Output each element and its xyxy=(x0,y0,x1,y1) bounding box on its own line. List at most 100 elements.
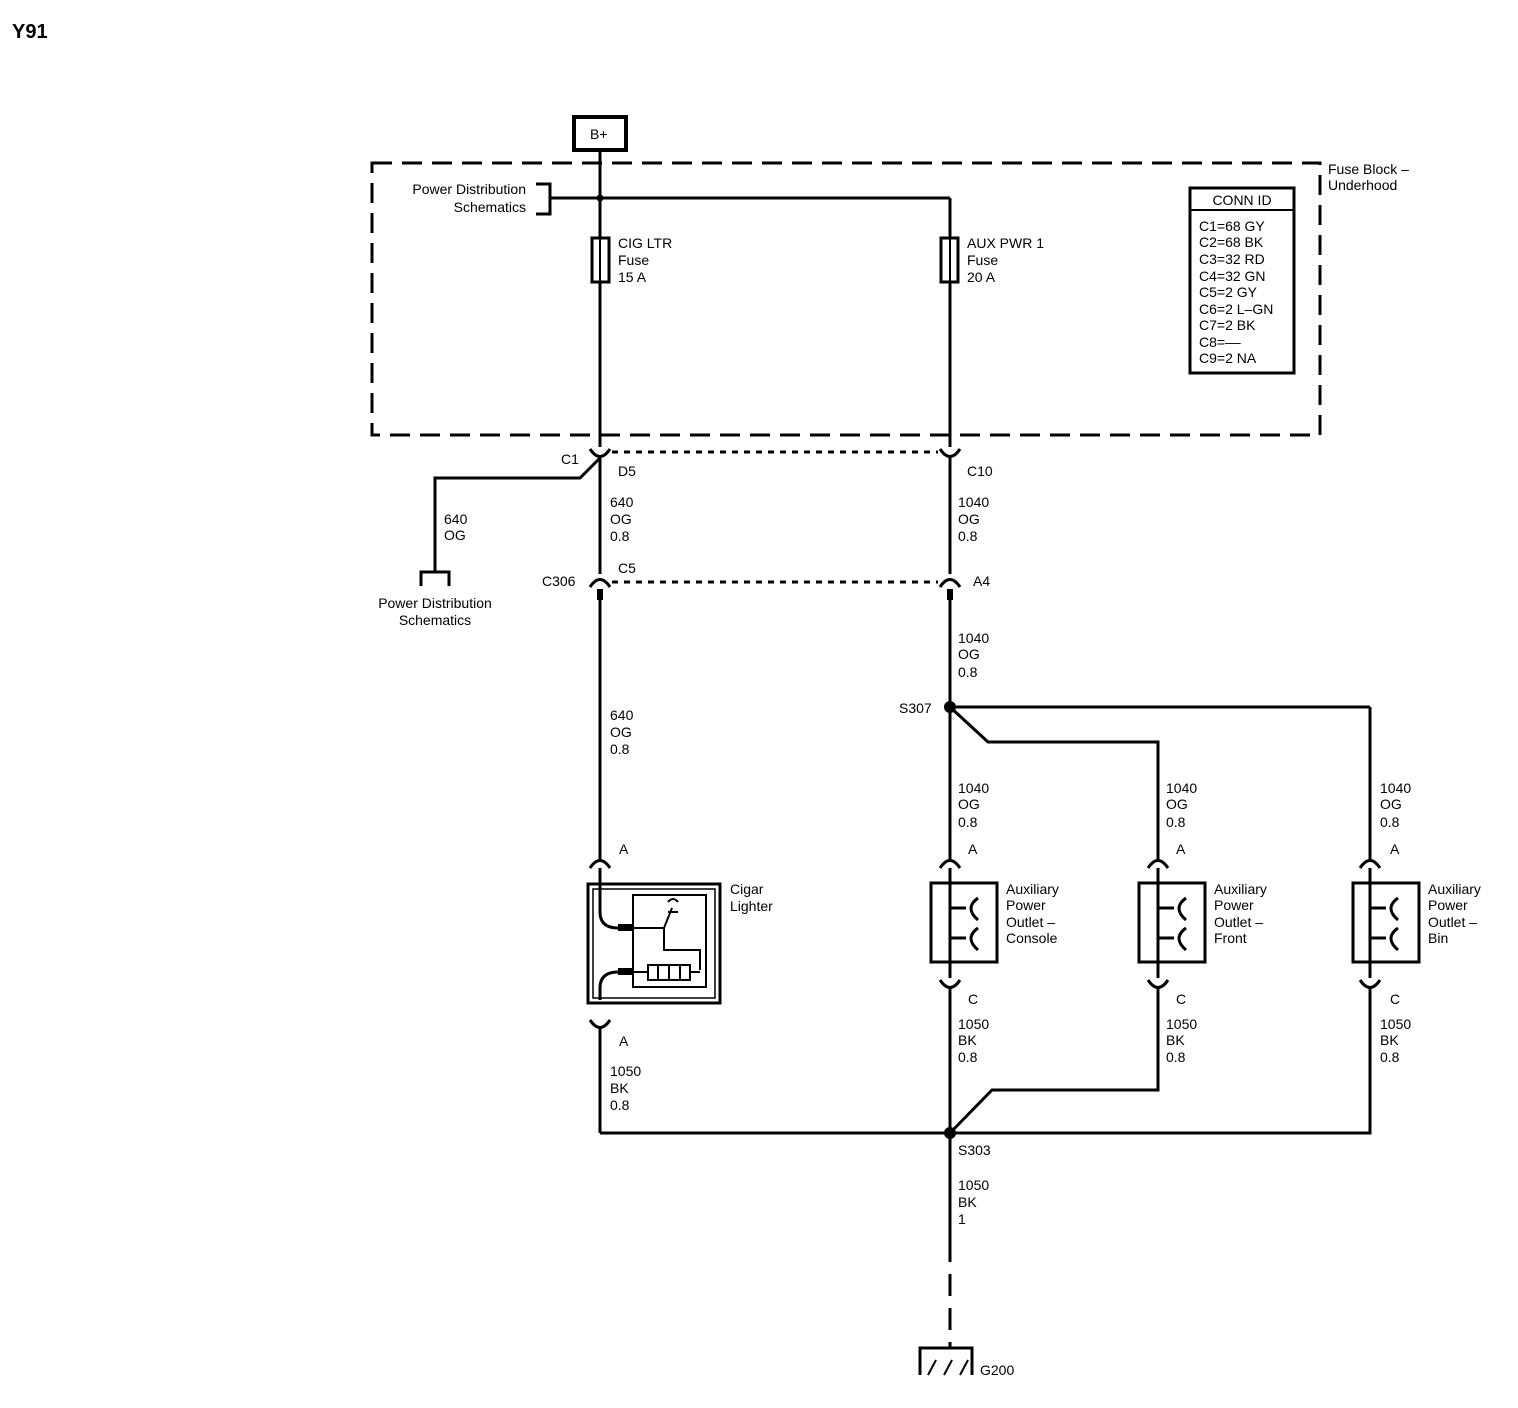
cigar-lighter-circuit xyxy=(632,927,701,970)
splice-s303-label: S303 xyxy=(958,1142,991,1158)
splice-s303 xyxy=(944,1127,956,1139)
aux-outlet-front-socket-icon xyxy=(1158,896,1188,952)
wire-640-lower-size: 0.8 xyxy=(610,741,630,757)
bin-label-4: Bin xyxy=(1428,930,1448,946)
wire-1040-c10-num: 1040 xyxy=(958,494,989,510)
wire-640-branch xyxy=(433,456,602,572)
bin-pin-a xyxy=(1358,859,1382,869)
fuse-cig-type: Fuse xyxy=(618,252,649,268)
fuse-aux-rating: 20 A xyxy=(967,269,996,285)
fuse-aux-type: Fuse xyxy=(967,252,998,268)
cigar-lighter-label-2: Lighter xyxy=(730,898,773,914)
aux-outlet-console-socket-icon xyxy=(950,896,980,952)
wire-1040-a4-num: 1040 xyxy=(958,630,989,646)
front-label-1: Auxiliary xyxy=(1214,881,1267,897)
connector-c1-label: C1 xyxy=(561,451,579,467)
fuse-block-label-1: Fuse Block – xyxy=(1328,161,1409,177)
wire-1050-front-color: BK xyxy=(1166,1032,1185,1048)
conn-id-row: C1=68 GY xyxy=(1199,218,1265,234)
cigar-lighter-label-1: Cigar xyxy=(730,881,764,897)
pin-c10-label: C10 xyxy=(967,463,993,479)
console-label-1: Auxiliary xyxy=(1006,881,1059,897)
wire-1050-bin-bus xyxy=(600,988,1372,1135)
wire-1050-front-num: 1050 xyxy=(1166,1016,1197,1032)
cigar-lighter-socket-1 xyxy=(598,911,619,930)
cigar-lighter-element-box xyxy=(632,894,707,988)
pin-d5-label: D5 xyxy=(618,463,636,479)
pin-c5-label: C5 xyxy=(618,560,636,576)
conn-id-box xyxy=(1188,186,1296,375)
wire-1050-cig-num: 1050 xyxy=(610,1063,641,1079)
cigar-lighter-inner xyxy=(592,888,716,999)
aux-outlet-console-body xyxy=(929,881,999,964)
conn-id-row: C2=68 BK xyxy=(1199,234,1264,250)
wire-1050-console-size: 0.8 xyxy=(958,1049,978,1065)
ground-hatch-icon xyxy=(927,1359,969,1376)
console-label-4: Console xyxy=(1006,930,1058,946)
connector-c1-d5 xyxy=(588,448,612,458)
conn-id-row: C7=2 BK xyxy=(1199,317,1256,333)
wire-640-lower-num: 640 xyxy=(610,707,634,723)
wire-1050-front xyxy=(948,988,1160,1135)
wire-1040-console-color: OG xyxy=(958,796,980,812)
wire-640-d5-num: 640 xyxy=(610,494,634,510)
power-dist-bracket xyxy=(536,182,552,216)
wire-1050-bin-size: 0.8 xyxy=(1380,1049,1400,1065)
connector-c306-pin-c5 xyxy=(597,589,603,600)
fuse-cig-rating: 15 A xyxy=(618,269,647,285)
wire-640-branch-color: OG xyxy=(444,527,466,543)
cigar-lighter-contact-1 xyxy=(618,924,632,931)
pin-a4-label: A4 xyxy=(973,573,990,589)
front-pin-c-label: C xyxy=(1176,991,1186,1007)
console-label-2: Power xyxy=(1006,897,1046,913)
conn-id-row: C5=2 GY xyxy=(1199,284,1258,300)
fuse-cig-name: CIG LTR xyxy=(618,235,672,251)
power-dist-left-1: Power Distribution xyxy=(378,595,492,611)
diagram-id: Y91 xyxy=(12,21,48,43)
connector-c1-c10 xyxy=(938,448,962,458)
wire-1040-bin-color: OG xyxy=(1380,796,1402,812)
bin-pin-c xyxy=(1358,979,1382,989)
power-dist-left-bracket xyxy=(419,570,451,586)
front-label-3: Outlet – xyxy=(1214,914,1263,930)
wire-s307-front xyxy=(948,705,1160,860)
conn-id-row: C9=2 NA xyxy=(1199,350,1257,366)
wire-1040-console-num: 1040 xyxy=(958,780,989,796)
front-pin-a-label: A xyxy=(1176,841,1186,857)
power-dist-top-2: Schematics xyxy=(454,199,526,215)
conn-id-row: C8=–– xyxy=(1199,334,1241,350)
wire-1050-bin-num: 1050 xyxy=(1380,1016,1411,1032)
front-label-4: Front xyxy=(1214,930,1247,946)
conn-id-row: C3=32 RD xyxy=(1199,251,1265,267)
wire-1050-ground-num: 1050 xyxy=(958,1177,989,1193)
wire-1050-front-size: 0.8 xyxy=(1166,1049,1186,1065)
wire-1040-c10-color: OG xyxy=(958,511,980,527)
console-pin-c xyxy=(938,979,962,989)
aux-outlet-front-body xyxy=(1137,881,1207,964)
wire-1040-front-num: 1040 xyxy=(1166,780,1197,796)
bus-splice xyxy=(596,194,604,202)
console-pin-c-label: C xyxy=(968,991,978,1007)
bin-label-2: Power xyxy=(1428,897,1468,913)
cigar-pin-a-top xyxy=(588,859,612,869)
fuse-aux-name: AUX PWR 1 xyxy=(967,235,1044,251)
connector-c306-c5 xyxy=(588,578,612,588)
wire-1040-console-size: 0.8 xyxy=(958,814,978,830)
fuse-block-boundary xyxy=(370,161,1322,437)
wire-640-branch-num: 640 xyxy=(444,511,468,527)
console-pin-a-label: A xyxy=(968,841,978,857)
console-pin-a xyxy=(938,859,962,869)
bin-pin-a-label: A xyxy=(1390,841,1400,857)
connector-c306-a4 xyxy=(938,578,962,588)
wire-640-d5-size: 0.8 xyxy=(610,528,630,544)
cigar-pin-a-label: A xyxy=(619,841,629,857)
aux-outlet-bin-socket-icon xyxy=(1370,896,1400,952)
bin-pin-c-label: C xyxy=(1390,991,1400,1007)
connector-c306-pin-a4 xyxy=(947,589,953,600)
wire-1050-bin-color: BK xyxy=(1380,1032,1399,1048)
front-pin-a xyxy=(1146,859,1170,869)
conn-id-row: C4=32 GN xyxy=(1199,268,1266,284)
cigar-lighter-thermal-icon xyxy=(667,898,679,903)
power-dist-top-1: Power Distribution xyxy=(412,181,526,197)
console-label-3: Outlet – xyxy=(1006,914,1055,930)
